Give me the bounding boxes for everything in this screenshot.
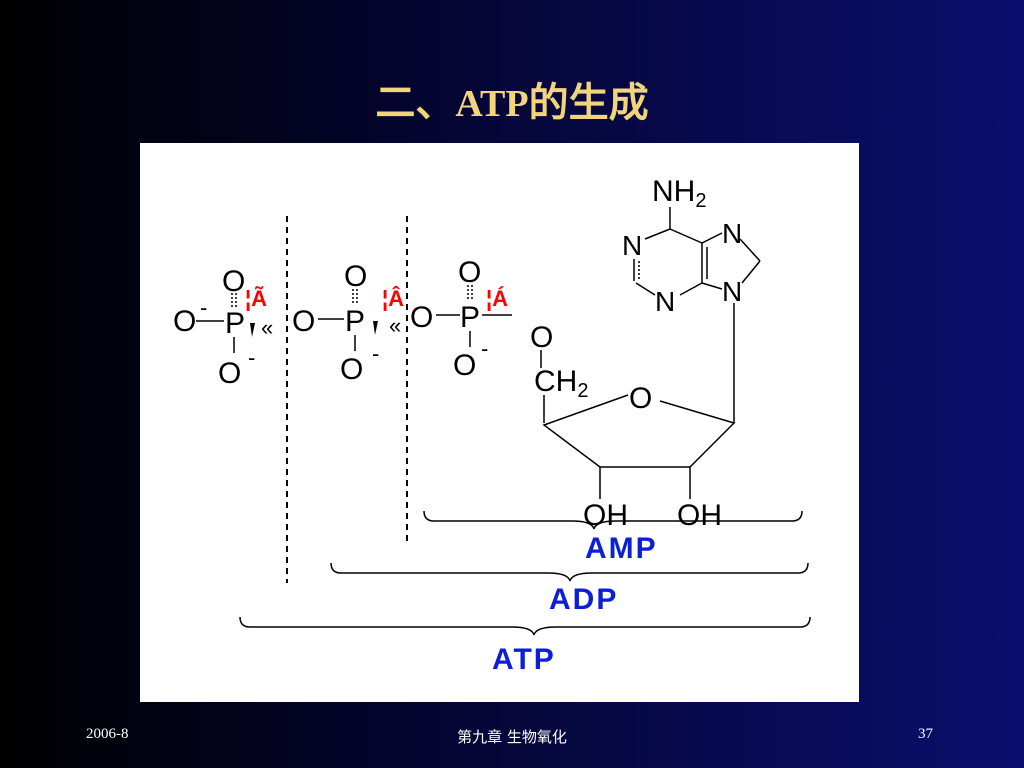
atom-o: O xyxy=(410,301,433,334)
adp-label: ADP xyxy=(549,583,618,616)
atom-o: O xyxy=(218,357,241,390)
atom-n1: N xyxy=(622,230,642,261)
ring-bond xyxy=(739,238,761,262)
footer-chapter: 第九章 生物氧化 xyxy=(457,728,567,746)
adp-brace: ADP xyxy=(330,562,809,616)
phosphate-gamma: O - O P O - ¦Ã « xyxy=(173,265,273,390)
atom-p: P xyxy=(345,305,365,338)
phosphate-alpha: O O P O - ¦Á xyxy=(410,256,512,382)
ring-bond xyxy=(669,228,703,244)
hydroxyl-2: OH xyxy=(583,499,628,532)
ring-bond xyxy=(679,282,703,296)
atom-o: O xyxy=(453,349,476,382)
atom-o: O xyxy=(173,305,196,338)
ch2-group: CH2 xyxy=(534,365,588,402)
ring-bond xyxy=(741,260,761,284)
garbled-label-beta: ¦Â xyxy=(382,286,404,311)
high-energy-link: « xyxy=(389,313,401,338)
garbled-label-alpha: ¦Á xyxy=(486,286,508,311)
charge-sign: - xyxy=(248,345,255,370)
hydroxyl-3: OH xyxy=(677,499,722,532)
atp-brace: ATP xyxy=(239,616,811,676)
high-energy-link: « xyxy=(261,315,273,340)
charge-sign: - xyxy=(372,341,379,366)
wedge-bond xyxy=(373,321,378,335)
ring-bond xyxy=(701,282,723,290)
atom-o: O xyxy=(292,305,315,338)
amp-label: AMP xyxy=(585,532,658,565)
atom-p: P xyxy=(225,307,245,340)
footer-page-number: 37 xyxy=(918,726,933,742)
atom-o: O xyxy=(340,353,363,386)
ribose-ring xyxy=(542,394,736,468)
ring-bond xyxy=(635,282,656,296)
charge-sign: - xyxy=(481,336,488,361)
atp-structure-diagram: O - O P O - ¦Ã « O O P O - ¦Â xyxy=(140,143,859,702)
atom-n7: N xyxy=(722,218,742,249)
atp-structure-svg: O - O P O - ¦Ã « O O P O - ¦Â xyxy=(173,175,811,676)
atom-o: O xyxy=(458,256,481,289)
atp-label: ATP xyxy=(492,643,556,676)
atom-o: O xyxy=(222,265,245,298)
title-suffix: 的生成 xyxy=(528,80,649,126)
amp-brace: AMP xyxy=(423,510,803,565)
atom-p: P xyxy=(460,301,480,334)
ribose: O CH2 O OH OH xyxy=(530,303,736,532)
title-latin: ATP xyxy=(455,83,529,125)
ring-bond xyxy=(701,232,723,244)
wedge-bond xyxy=(250,323,255,337)
atom-o: O xyxy=(344,260,367,293)
atom-o: O xyxy=(530,321,553,354)
atom-n3: N xyxy=(655,286,675,317)
ring-bond xyxy=(644,228,671,240)
charge-sign: - xyxy=(200,295,207,320)
garbled-label-gamma: ¦Ã xyxy=(245,286,267,311)
page-title: 二、ATP的生成 xyxy=(0,70,1024,126)
title-prefix: 二、 xyxy=(375,80,456,126)
phosphate-beta: O O P O - ¦Â « xyxy=(292,260,404,386)
footer-date: 2006-8 xyxy=(86,726,129,742)
amino-group: NH2 xyxy=(652,175,706,212)
adenine: NH2 N N N N xyxy=(622,175,761,317)
atom-n9: N xyxy=(722,276,742,307)
ring-oxygen: O xyxy=(629,382,652,415)
